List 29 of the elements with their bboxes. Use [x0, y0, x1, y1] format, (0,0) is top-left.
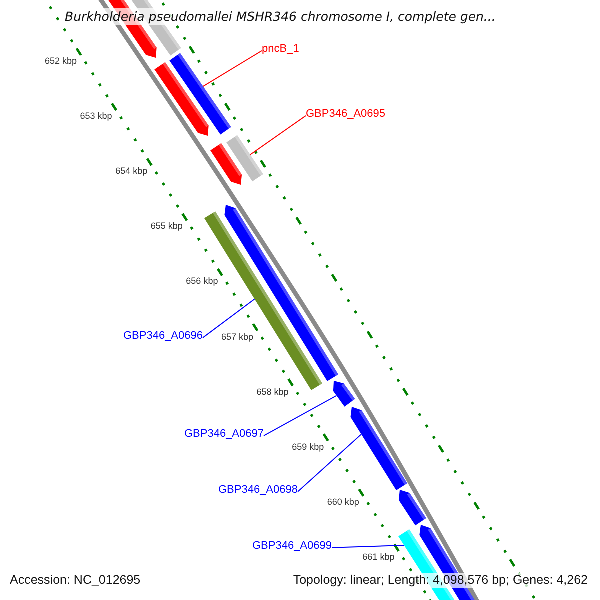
leader-line	[202, 298, 256, 338]
gene-segment	[204, 212, 323, 390]
leader-line	[332, 545, 405, 548]
gene-segment	[333, 381, 356, 407]
gene-label: GBP346_A0698	[218, 484, 298, 498]
scale-label: 657 kbp	[221, 332, 254, 342]
gene-label: GBP346_A0696	[123, 330, 203, 344]
leader-line	[298, 434, 362, 492]
scale-label: 660 kbp	[327, 496, 360, 508]
scale-label: 652 kbp	[44, 56, 77, 67]
leader-line	[202, 50, 262, 88]
gene-segment	[226, 135, 264, 182]
gene-label: pncB_1	[262, 43, 300, 56]
leader-line	[264, 395, 338, 436]
gene-label: GBP346_A0699	[252, 540, 332, 554]
scale-label: 654 kbp	[116, 166, 148, 177]
scale-label: 653 kbp	[80, 111, 112, 122]
scale-label: 656 kbp	[186, 276, 218, 288]
scale-label: 655 kbp	[150, 221, 183, 232]
gene-label: GBP346_A0697	[184, 428, 264, 442]
gene-segment	[170, 53, 232, 135]
scale-label: 658 kbp	[256, 386, 289, 398]
genome-info-text: Topology: linear; Length: 4,098,576 bp; Genes: 4,262	[291, 573, 590, 588]
gene-segment	[350, 407, 408, 490]
scale-label: 661 kbp	[362, 552, 395, 563]
accession-text: Accession: NC_012695	[8, 573, 143, 588]
gene-label: GBP346_A0695	[306, 108, 386, 122]
leader-line	[250, 115, 306, 156]
scale-label: 659 kbp	[292, 442, 324, 452]
